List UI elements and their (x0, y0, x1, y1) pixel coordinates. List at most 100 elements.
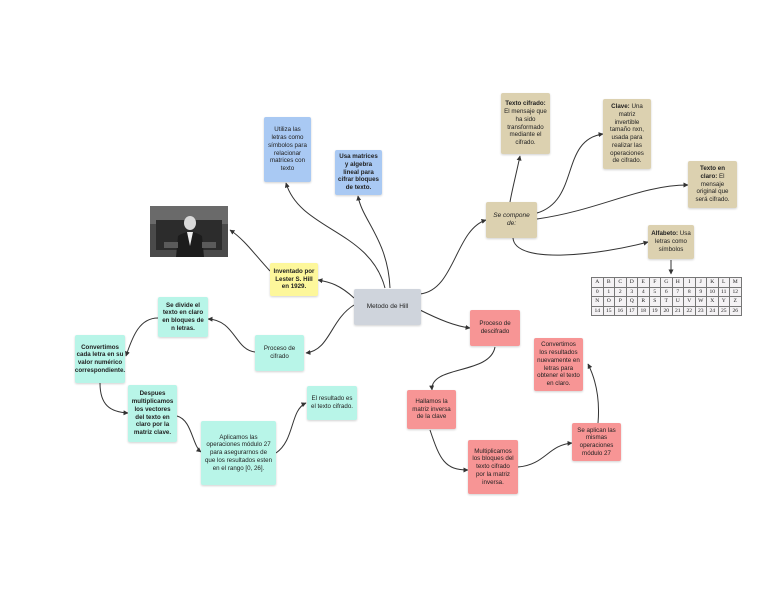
text-multiplicamos-end: . (169, 429, 172, 436)
edge-center-descifrado (419, 309, 471, 330)
node-resultado[interactable]: El resultado es el texto cifrado. (307, 386, 357, 420)
alphabet-cell: 7 (671, 286, 684, 297)
alphabet-cell: 23 (694, 305, 707, 316)
alphabet-cell: 16 (614, 305, 627, 316)
alphabet-cell: 10 (706, 286, 719, 297)
alphabet-cell: 18 (637, 305, 650, 316)
node-inventado[interactable]: Inventado por Lester S. Hill en 1929. (270, 263, 318, 296)
alphabet-cell: 11 (717, 286, 730, 297)
node-texto-claro[interactable]: Texto en claro: El mensaje original que … (688, 161, 737, 208)
node-hallamos[interactable]: Hallamos la matriz inversa de la clave (407, 390, 456, 429)
alphabet-cell: N (591, 296, 604, 307)
alphabet-cell: 5 (648, 286, 661, 297)
alphabet-cell: 14 (591, 305, 604, 316)
edge-descifrado-hallamos (429, 346, 496, 391)
node-modulo[interactable]: Aplicamos las operaciones módulo 27 para… (201, 421, 276, 485)
alphabet-cell: 21 (671, 305, 684, 316)
alphabet-cell: X (706, 296, 719, 307)
alphabet-row-1-letters: A B C D E F G H I J K L M (591, 277, 742, 288)
text-matriz-clave: matriz clave (133, 429, 170, 436)
alphabet-row-1-numbers: 0 1 2 3 4 5 6 7 8 9 10 11 12 (591, 286, 742, 297)
edge-inventado-photo (229, 229, 271, 272)
label-clave: Clave: (611, 103, 630, 110)
portrait-photo-icon (150, 206, 228, 257)
text-multiplicamos: Despues multiplicamos los vectores del t… (131, 390, 174, 429)
alphabet-cell: B (602, 277, 615, 288)
edge-despues-aplicamos (176, 415, 202, 453)
alphabet-cell: D (625, 277, 638, 288)
node-se-compone[interactable]: Se compone de: (486, 202, 537, 238)
label-texto-claro: Texto en claro: (700, 165, 725, 180)
alphabet-cell: W (694, 296, 707, 307)
alphabet-cell: Y (717, 296, 730, 307)
node-alfabeto[interactable]: Alfabeto: Usa letras como símbolos (648, 225, 694, 259)
alphabet-cell: 15 (602, 305, 615, 316)
alphabet-cell: T (660, 296, 673, 307)
alphabet-cell: 2 (614, 286, 627, 297)
edge-center-inventado (317, 278, 355, 299)
alphabet-cell: G (660, 277, 673, 288)
node-clave[interactable]: Clave: Una matriz invertible tamaño nxn,… (603, 99, 651, 169)
edge-aplican-convertimos (587, 363, 599, 424)
alphabet-cell: 12 (729, 286, 742, 297)
desc-texto-claro: El mensaje original que será cifrado. (695, 172, 730, 204)
node-divide[interactable]: Se divide el texto en claro en bloques d… (158, 297, 208, 337)
alphabet-cell: M (729, 277, 742, 288)
node-multiplicamos-vectores[interactable]: Despues multiplicamos los vectores del t… (128, 385, 177, 442)
edge-compone-alfabeto (512, 237, 649, 256)
alphabet-cell: E (637, 277, 650, 288)
node-metodo-hill[interactable]: Metodo de Hill (354, 289, 421, 325)
alphabet-cell: 22 (683, 305, 696, 316)
alphabet-cell: U (671, 296, 684, 307)
label-texto-cifrado: Texto cifrado: (505, 100, 546, 108)
alphabet-cell: Z (729, 296, 742, 307)
alphabet-cell: Q (625, 296, 638, 307)
alphabet-cell: 17 (625, 305, 638, 316)
alphabet-cell: 19 (648, 305, 661, 316)
alphabet-cell: I (683, 277, 696, 288)
node-multiplicamos-bloques[interactable]: Multiplicamos los bloques del texto cifr… (468, 440, 518, 494)
edge-aplicamos-resultado (275, 402, 307, 454)
alphabet-cell: L (717, 277, 730, 288)
alphabet-cell: 9 (694, 286, 707, 297)
alphabet-cell: 25 (717, 305, 730, 316)
node-matrices[interactable]: Usa matrices y algebra lineal para cifra… (335, 150, 382, 195)
alphabet-cell: V (683, 296, 696, 307)
node-proceso-cifrado[interactable]: Proceso de cifrado (255, 335, 304, 371)
portrait-photo (150, 206, 228, 257)
alphabet-cell: K (706, 277, 719, 288)
edge-multiplicamos-aplican (517, 440, 573, 468)
alphabet-cell: 0 (591, 286, 604, 297)
alphabet-cell: 3 (625, 286, 638, 297)
edge-center-matrices (356, 195, 391, 289)
desc-clave: Una matriz invertible tamaño nxn, usada … (609, 103, 645, 165)
alphabet-cell: 26 (729, 305, 742, 316)
edge-compone-cifrado (509, 155, 522, 203)
node-proceso-descifrado[interactable]: Proceso de descifrado (470, 310, 520, 346)
edge-center-proceso (305, 304, 355, 355)
alphabet-table: A B C D E F G H I J K L M 0 1 2 3 4 5 6 … (591, 277, 742, 316)
alphabet-cell: C (614, 277, 627, 288)
alphabet-cell: 1 (602, 286, 615, 297)
alphabet-cell: F (648, 277, 661, 288)
edge-center-simbolos (284, 182, 386, 289)
label-alfabeto: Alfabeto: (651, 230, 679, 238)
node-convertimos[interactable]: Convertimos cada letra en su valor numér… (75, 335, 125, 383)
desc-texto-cifrado: El mensaje que ha sido transformado medi… (504, 108, 547, 146)
edge-compone-claro (536, 182, 689, 220)
desc-alfabeto: Usa letras como símbolos (655, 230, 691, 253)
alphabet-row-2-numbers: 14 15 16 17 18 19 20 21 22 23 24 25 26 (591, 305, 742, 316)
alphabet-cell: 24 (706, 305, 719, 316)
alphabet-cell: P (614, 296, 627, 307)
alphabet-cell: A (591, 277, 604, 288)
alphabet-cell: 20 (660, 305, 673, 316)
node-se-aplican[interactable]: Se aplican las mismas operaciones módulo… (572, 423, 621, 461)
node-simbolos[interactable]: Utiliza las letras como símbolos para re… (264, 117, 311, 182)
alphabet-cell: H (671, 277, 684, 288)
alphabet-row-2-letters: N O P Q R S T U V W X Y Z (591, 296, 742, 307)
node-texto-cifrado[interactable]: Texto cifrado: El mensaje que ha sido tr… (501, 93, 550, 154)
alphabet-cell: R (637, 296, 650, 307)
alphabet-cell: 4 (637, 286, 650, 297)
node-convertimos-nuevo[interactable]: Convertimos los resultados nuevamente en… (534, 338, 583, 391)
